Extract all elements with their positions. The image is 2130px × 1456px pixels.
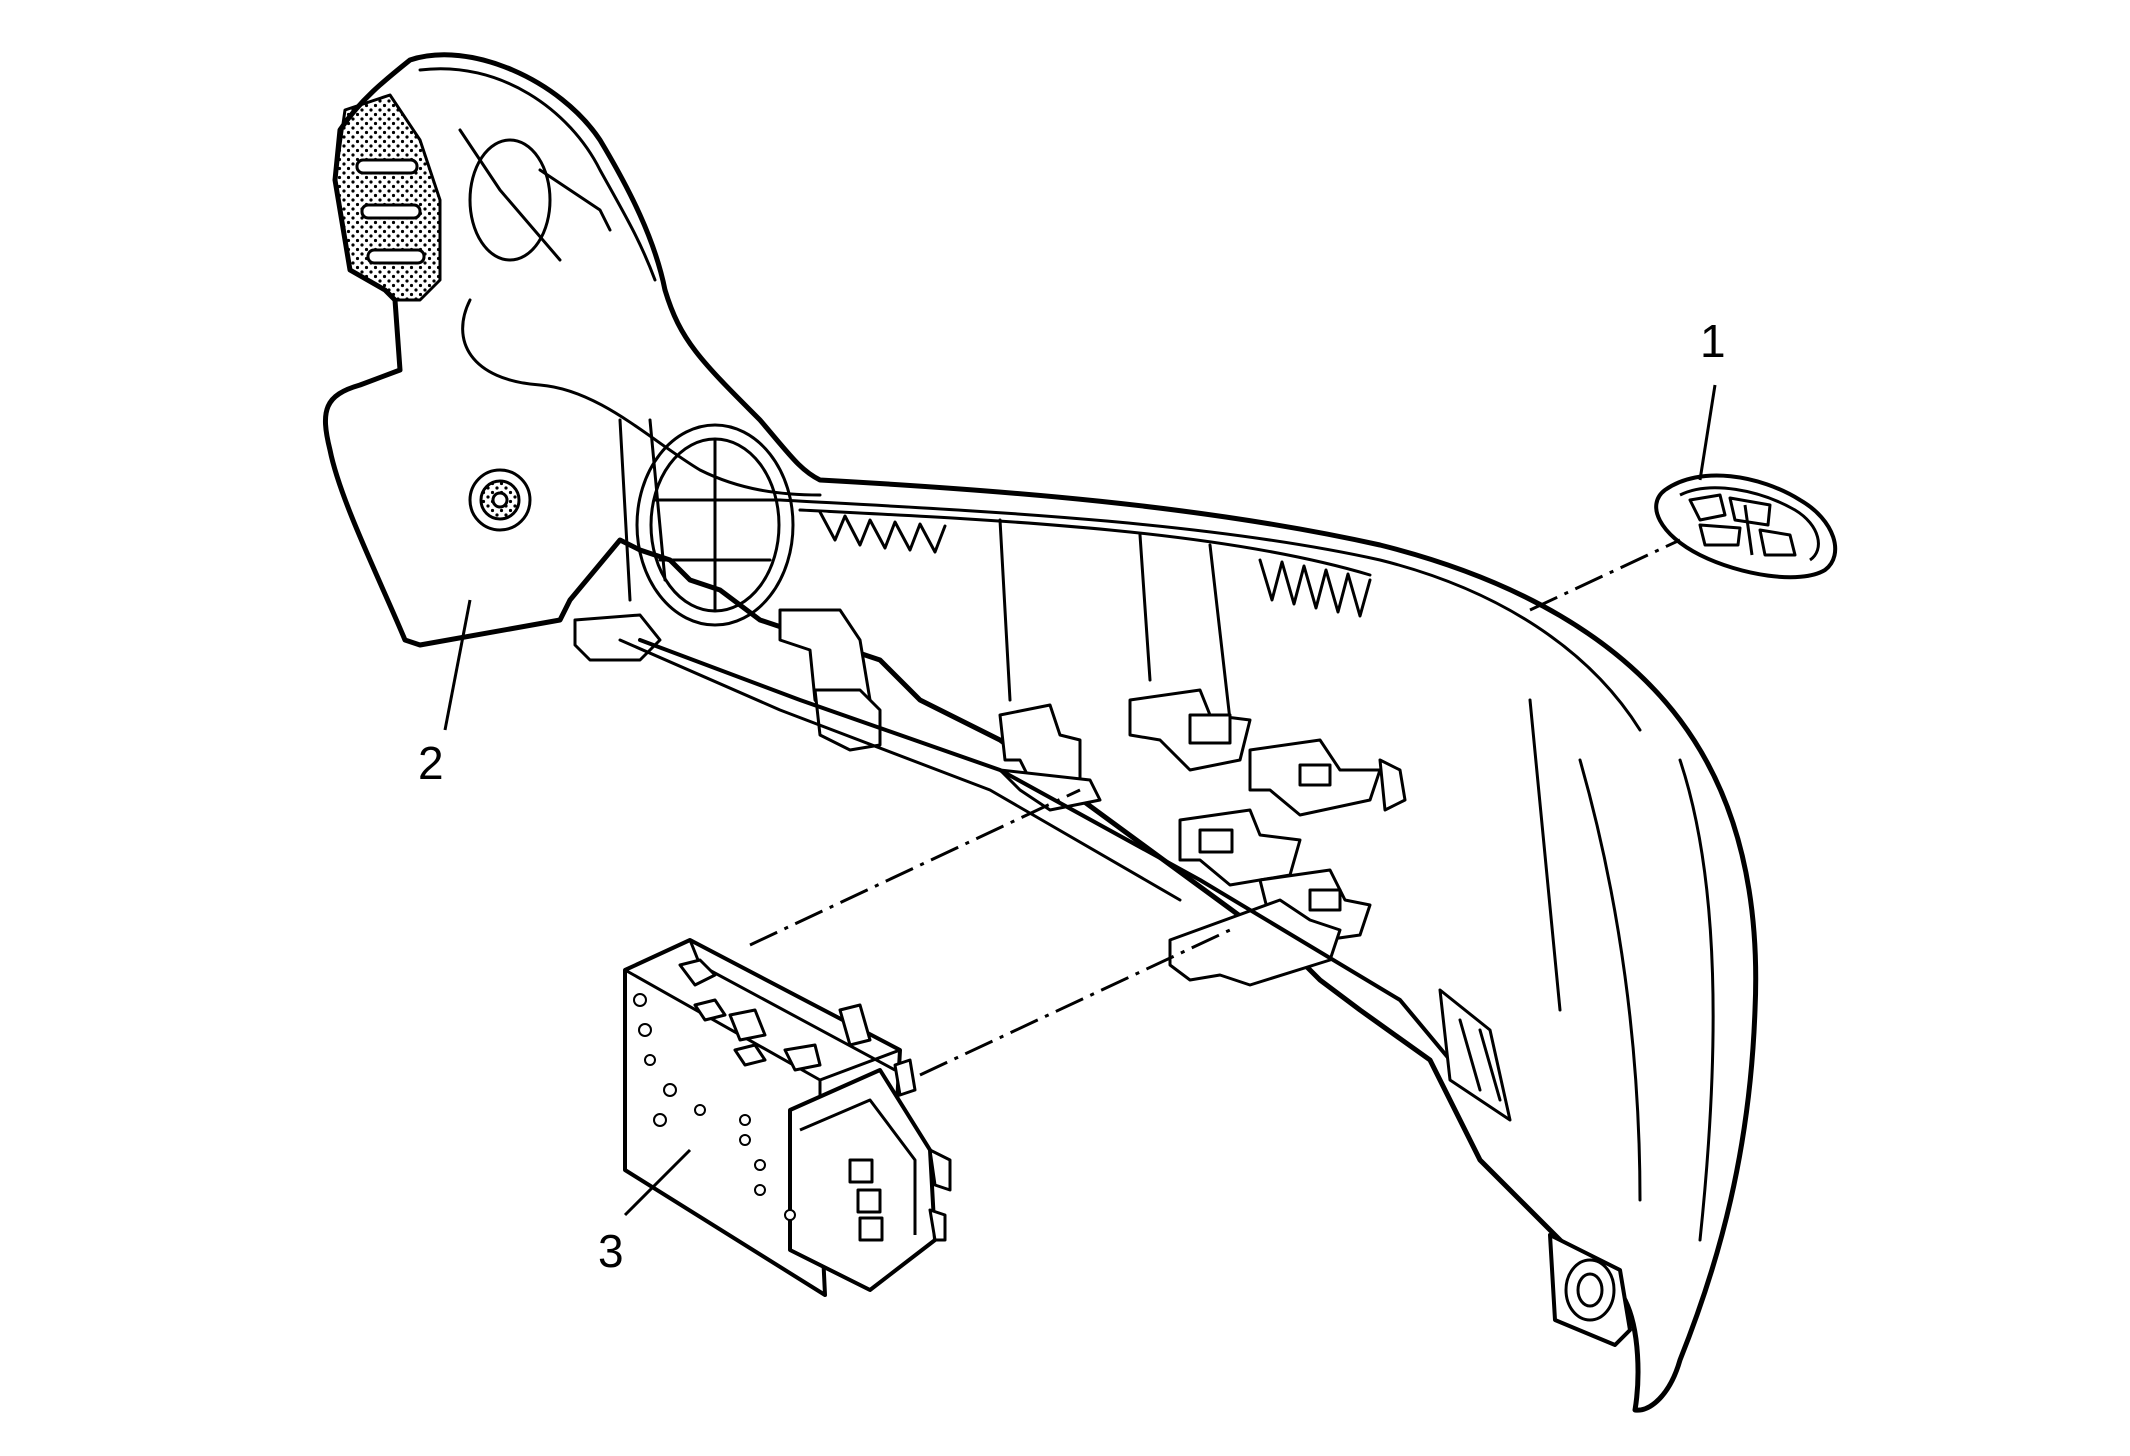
round-opening (635, 423, 795, 627)
callout-2-label: 2 (418, 737, 444, 789)
leader-line-2 (443, 599, 472, 731)
leader-line-3 (623, 1148, 692, 1217)
leader-line-1 (1698, 384, 1717, 481)
mounting-boss-right (1548, 1233, 1632, 1347)
alignment-lines (749, 538, 1681, 1077)
grille-slots (355, 158, 426, 265)
lower-vent (1438, 988, 1512, 1122)
side-trim-panel (322, 52, 1759, 1413)
oval-retainer-clip (1654, 473, 1838, 580)
leader-lines (443, 384, 1717, 1217)
switch-openings (678, 958, 822, 1072)
switch-module (623, 938, 952, 1297)
callout-3-label: 3 (598, 1225, 624, 1277)
callout-1-label: 1 (1700, 315, 1726, 367)
inner-brackets (778, 608, 1407, 987)
mounting-boss-left (468, 468, 532, 532)
